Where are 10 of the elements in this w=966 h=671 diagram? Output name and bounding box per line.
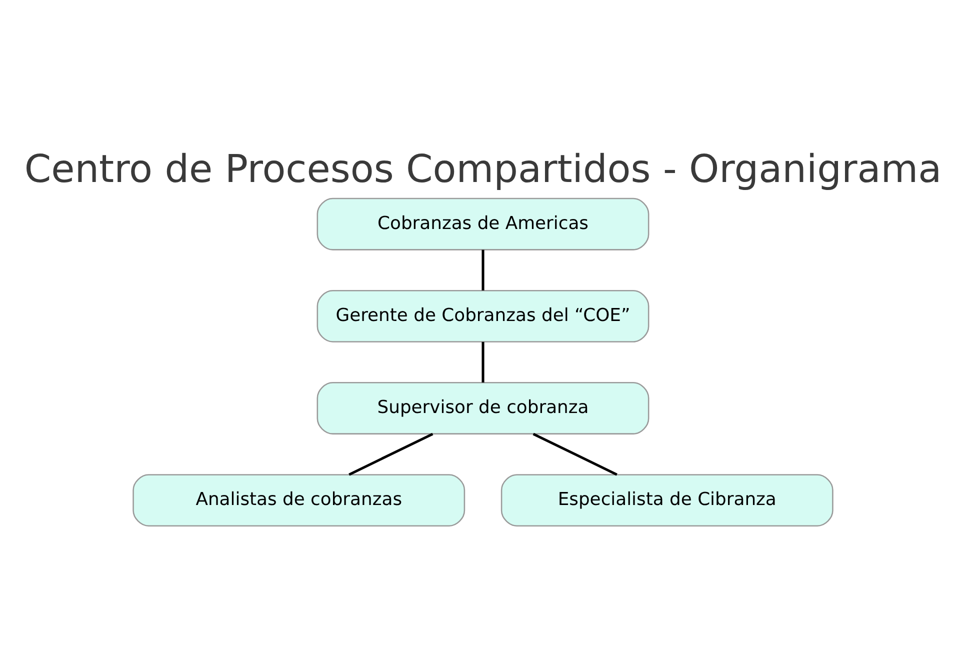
connector	[482, 341, 484, 382]
connector	[348, 432, 434, 476]
node-box: Gerente de Cobranzas del “COE”	[316, 289, 650, 342]
node-box: Analistas de cobranzas	[132, 474, 466, 526]
node-box: Supervisor de cobranza	[316, 382, 650, 434]
node-box: Especialista de Cibranza	[500, 474, 834, 526]
connector	[482, 249, 484, 290]
node-box: Cobranzas de Americas	[316, 197, 650, 250]
connector	[532, 432, 618, 476]
diagram-title: Centro de Procesos Compartidos - Organigrama	[24, 146, 942, 192]
